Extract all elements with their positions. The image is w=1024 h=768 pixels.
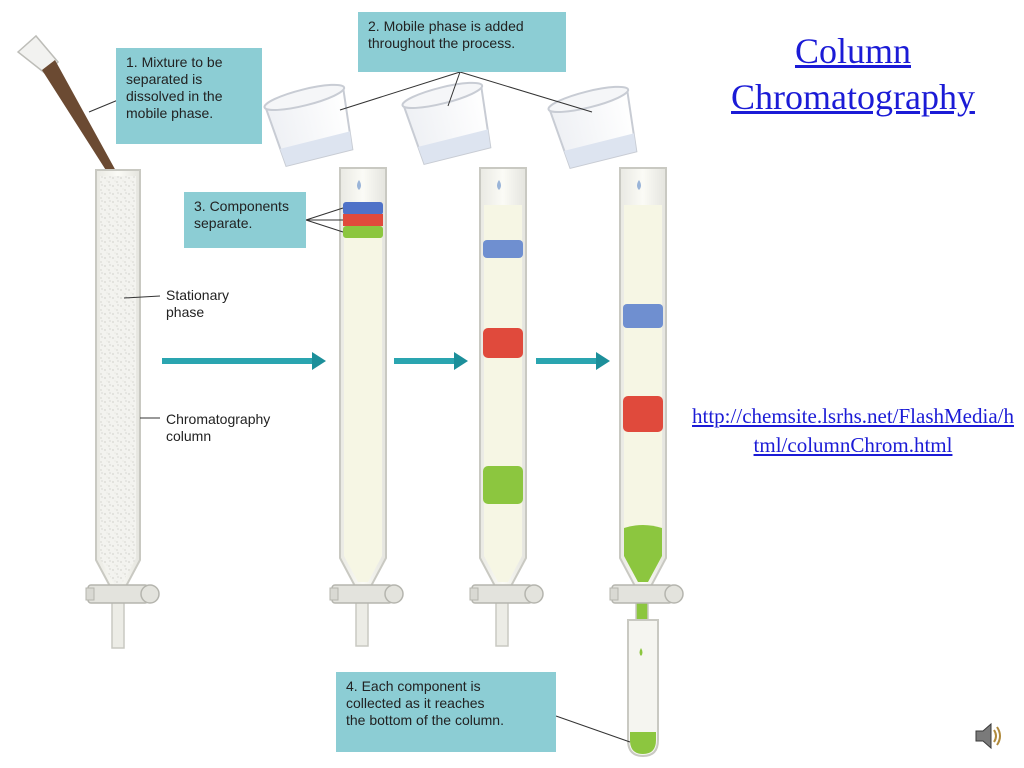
label-stationary-phase: Stationary phase xyxy=(166,287,230,320)
stopcock-2 xyxy=(329,584,404,604)
page-title[interactable]: Column Chromatography xyxy=(731,31,975,117)
stopcock-4 xyxy=(609,584,684,604)
column-4 xyxy=(609,167,684,623)
beaker-3 xyxy=(547,85,638,170)
blue-band xyxy=(483,240,523,258)
callout-step-2: 2. Mobile phase is added throughout the … xyxy=(358,12,566,72)
arrow-1 xyxy=(162,352,326,370)
arrow-3 xyxy=(536,352,610,370)
column-2 xyxy=(329,167,404,647)
label-chromatography-column: Chromatography column xyxy=(166,411,271,444)
arrow-2 xyxy=(394,352,468,370)
stopcock-1 xyxy=(85,584,160,604)
stopcock-3 xyxy=(469,584,544,604)
reference-link[interactable]: http://chemsite.lsrhs.net/FlashMedia/htm… xyxy=(692,404,1014,457)
green-band xyxy=(624,525,662,582)
column-1 xyxy=(85,169,160,649)
green-band xyxy=(343,226,383,238)
blue-band xyxy=(343,202,383,215)
red-band xyxy=(343,214,383,226)
blue-band xyxy=(623,304,663,328)
callout-step-1: 1. Mixture to be separated is dissolved … xyxy=(116,48,262,144)
callout-step-4: 4. Each component is collected as it rea… xyxy=(336,672,556,752)
red-band xyxy=(483,328,523,358)
column-3 xyxy=(469,167,544,647)
green-band xyxy=(483,466,523,504)
beaker-2 xyxy=(401,81,492,166)
speaker-icon[interactable] xyxy=(970,718,1006,754)
red-band xyxy=(623,396,663,432)
leader-lines xyxy=(88,71,631,743)
callout-step-3: 3. Components separate. xyxy=(184,192,306,248)
beaker-1 xyxy=(263,83,354,168)
test-tube xyxy=(627,619,659,758)
